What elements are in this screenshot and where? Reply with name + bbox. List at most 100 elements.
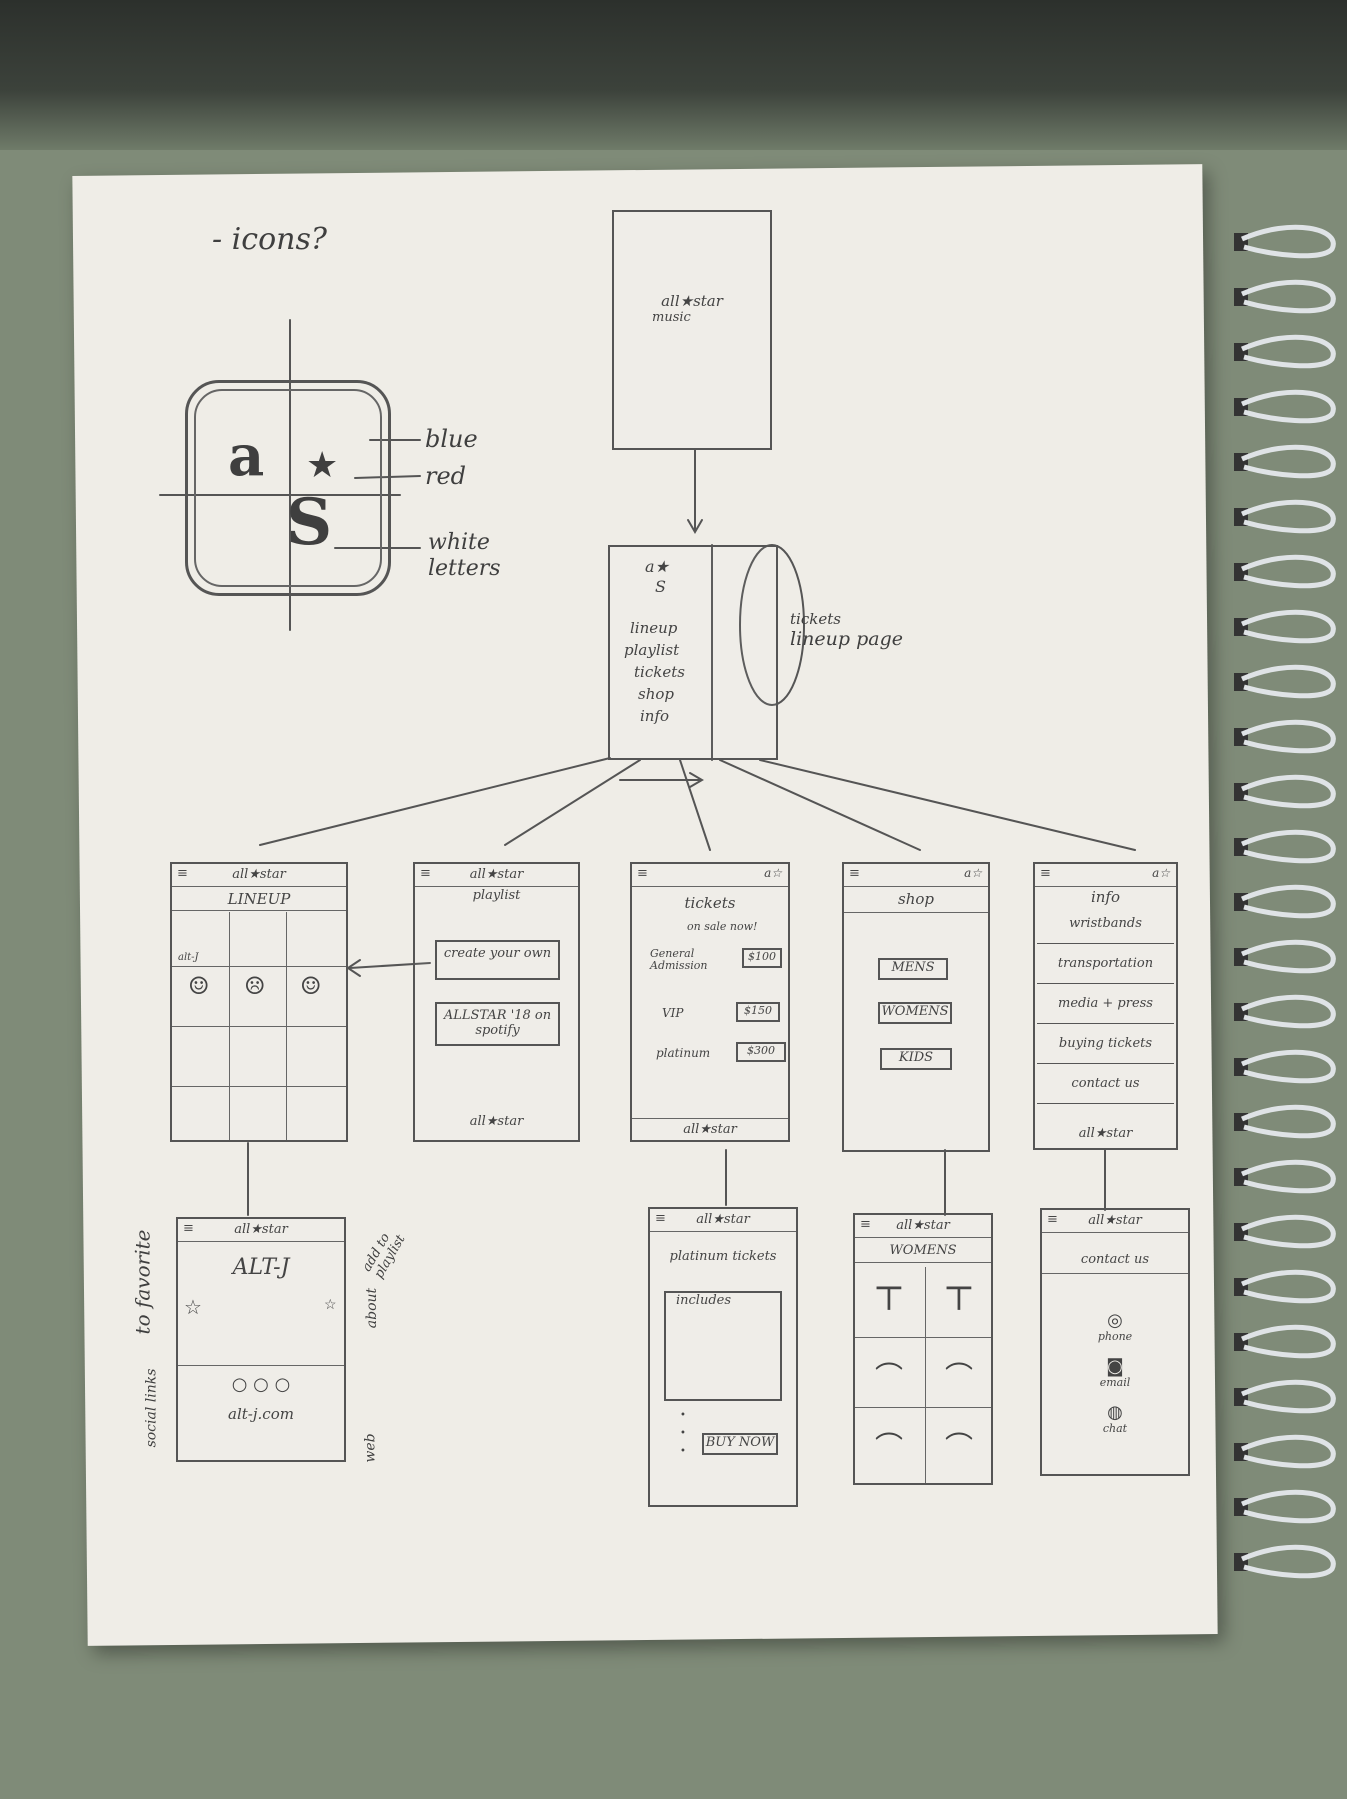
womens-button[interactable]: WOMENS <box>878 1002 952 1024</box>
sad-icon[interactable]: ☹ <box>244 972 266 1000</box>
spiral-ring <box>1240 389 1336 424</box>
playlist-header: ≡ all★star <box>415 864 578 887</box>
kids-button[interactable]: KIDS <box>880 1048 952 1070</box>
info-screen: ≡ a☆ info wristbands transportation medi… <box>1033 862 1178 1150</box>
menu-item-playlist[interactable]: playlist <box>624 641 680 659</box>
shirt-icon[interactable]: ⊤ <box>943 1279 975 1319</box>
note-social-links: social links <box>143 1368 160 1448</box>
spiral-ring <box>1240 1104 1336 1139</box>
as-logo-icon: a☆ <box>764 866 782 880</box>
info-item-contact[interactable]: contact us <box>1037 1068 1174 1104</box>
annotation-blue: blue <box>425 425 478 453</box>
spiral-ring <box>1240 279 1336 314</box>
contact-phone-label[interactable]: phone <box>1097 1330 1133 1343</box>
shirt-icon[interactable]: ⊤ <box>873 1279 905 1319</box>
info-item-media[interactable]: media + press <box>1037 988 1174 1024</box>
lineup-screen: ≡ all★star LINEUP alt-J ☺ ☹ ☺ <box>170 862 348 1142</box>
buy-now-button[interactable]: BUY NOW <box>702 1433 778 1455</box>
menu-item-shop[interactable]: shop <box>638 685 674 703</box>
spiral-ring <box>1240 554 1336 589</box>
shop-screen: ≡ a☆ shop MENS WOMENS KIDS <box>842 862 990 1152</box>
shoe-icon[interactable]: ⌒ <box>875 1430 904 1463</box>
ticket-price-general[interactable]: $100 <box>742 948 782 968</box>
info-item-transportation[interactable]: transportation <box>1037 948 1174 984</box>
ticket-price-vip[interactable]: $150 <box>736 1002 780 1022</box>
shop-title: shop <box>844 890 988 913</box>
annotation-red: red <box>425 462 467 490</box>
tickets-footer: all★star <box>683 1122 737 1137</box>
spiral-ring <box>1240 829 1336 864</box>
lineup-artist-label: alt-J <box>178 952 199 963</box>
spiral-ring <box>1240 774 1336 809</box>
ticket-price-platinum[interactable]: $300 <box>736 1042 786 1062</box>
info-header: ≡ a☆ <box>1035 864 1176 887</box>
womens-header-logo: all★star <box>896 1218 950 1233</box>
menu-item-info[interactable]: info <box>640 707 670 725</box>
social-links-icons[interactable]: ○ ○ ○ <box>231 1374 291 1395</box>
info-item-wristbands[interactable]: wristbands <box>1037 908 1174 944</box>
menu-icon[interactable]: ≡ <box>1040 866 1051 881</box>
tickets-header: ≡ a☆ <box>632 864 788 887</box>
icons-note: - icons? <box>212 222 327 257</box>
splash-logo: all★star <box>661 292 723 310</box>
menu-icon[interactable]: ≡ <box>849 866 860 881</box>
add-to-playlist-icon[interactable]: ☆ <box>324 1297 337 1313</box>
shoe-icon[interactable]: ⌒ <box>945 1360 974 1393</box>
menu-icon[interactable]: ≡ <box>1047 1212 1058 1227</box>
tickets-screen: ≡ a☆ tickets on sale now! General Admiss… <box>630 862 790 1142</box>
artist-site[interactable]: alt-j.com <box>228 1405 294 1423</box>
menu-item-lineup[interactable]: lineup <box>630 619 678 637</box>
artist-screen: ≡ all★star ALT-J ☆ ☆ ○ ○ ○ alt-j.com <box>176 1217 346 1462</box>
menu-icon[interactable]: ≡ <box>177 866 188 881</box>
smile-icon[interactable]: ☺ <box>188 972 210 1000</box>
contact-title: contact us <box>1042 1252 1188 1274</box>
spiral-ring <box>1240 939 1336 974</box>
spiral-ring <box>1240 1489 1336 1524</box>
chat-icon[interactable]: ◍ <box>1107 1402 1123 1423</box>
contact-screen: ≡ all★star contact us ◎ phone ◙ email ◍ … <box>1040 1208 1190 1476</box>
shoe-icon[interactable]: ⌒ <box>945 1430 974 1463</box>
contact-email-label[interactable]: email <box>1099 1376 1131 1389</box>
menu-screen: a★ S lineup playlist tickets shop info <box>608 545 778 760</box>
artist-name: ALT-J <box>232 1255 290 1280</box>
splash-sub: music <box>652 310 691 325</box>
platinum-screen: ≡ all★star platinum tickets includes •••… <box>648 1207 798 1507</box>
spiral-ring <box>1240 334 1336 369</box>
menu-icon[interactable]: ≡ <box>420 866 431 881</box>
spiral-ring <box>1240 609 1336 644</box>
spiral-ring <box>1240 664 1336 699</box>
spiral-ring <box>1240 1544 1336 1579</box>
playlist-title: playlist <box>472 888 521 903</box>
contact-chat-label[interactable]: chat <box>1102 1422 1128 1435</box>
playlist-header-logo: all★star <box>469 867 524 882</box>
as-logo-icon: a☆ <box>1152 866 1170 880</box>
menu-icon[interactable]: ≡ <box>637 866 648 881</box>
lineup-header: ≡ all★star <box>172 864 346 887</box>
mens-button[interactable]: MENS <box>878 958 948 980</box>
phone-icon[interactable]: ◎ <box>1107 1310 1123 1331</box>
lineup-title: LINEUP <box>172 890 346 911</box>
menu-icon[interactable]: ≡ <box>183 1221 194 1236</box>
spiral-binding <box>1234 224 1336 1579</box>
menu-icon[interactable]: ≡ <box>860 1217 871 1232</box>
tickets-title: tickets <box>684 894 736 912</box>
create-your-own-button[interactable]: create your own <box>435 940 560 980</box>
shoe-icon[interactable]: ⌒ <box>875 1360 904 1393</box>
spotify-playlist-button[interactable]: ALLSTAR '18 on spotify <box>435 1002 560 1046</box>
favorite-star-icon[interactable]: ☆ <box>184 1295 202 1319</box>
womens-title: WOMENS <box>855 1243 991 1263</box>
info-title: info <box>1090 888 1121 906</box>
menu-item-tickets[interactable]: tickets <box>634 663 685 681</box>
app-icon-sketch: a ★ S <box>185 380 391 596</box>
smile-icon[interactable]: ☺ <box>300 972 322 1000</box>
email-icon[interactable]: ◙ <box>1106 1356 1124 1377</box>
info-item-buying-tickets[interactable]: buying tickets <box>1037 1028 1174 1064</box>
spiral-ring <box>1240 1269 1336 1304</box>
spiral-ring <box>1240 1049 1336 1084</box>
note-web: web <box>362 1433 379 1463</box>
artist-header-logo: all★star <box>234 1222 288 1237</box>
spiral-ring <box>1240 1324 1336 1359</box>
desk-edge <box>0 0 1347 150</box>
menu-icon[interactable]: ≡ <box>655 1211 666 1226</box>
star-icon: ★ <box>306 445 339 486</box>
